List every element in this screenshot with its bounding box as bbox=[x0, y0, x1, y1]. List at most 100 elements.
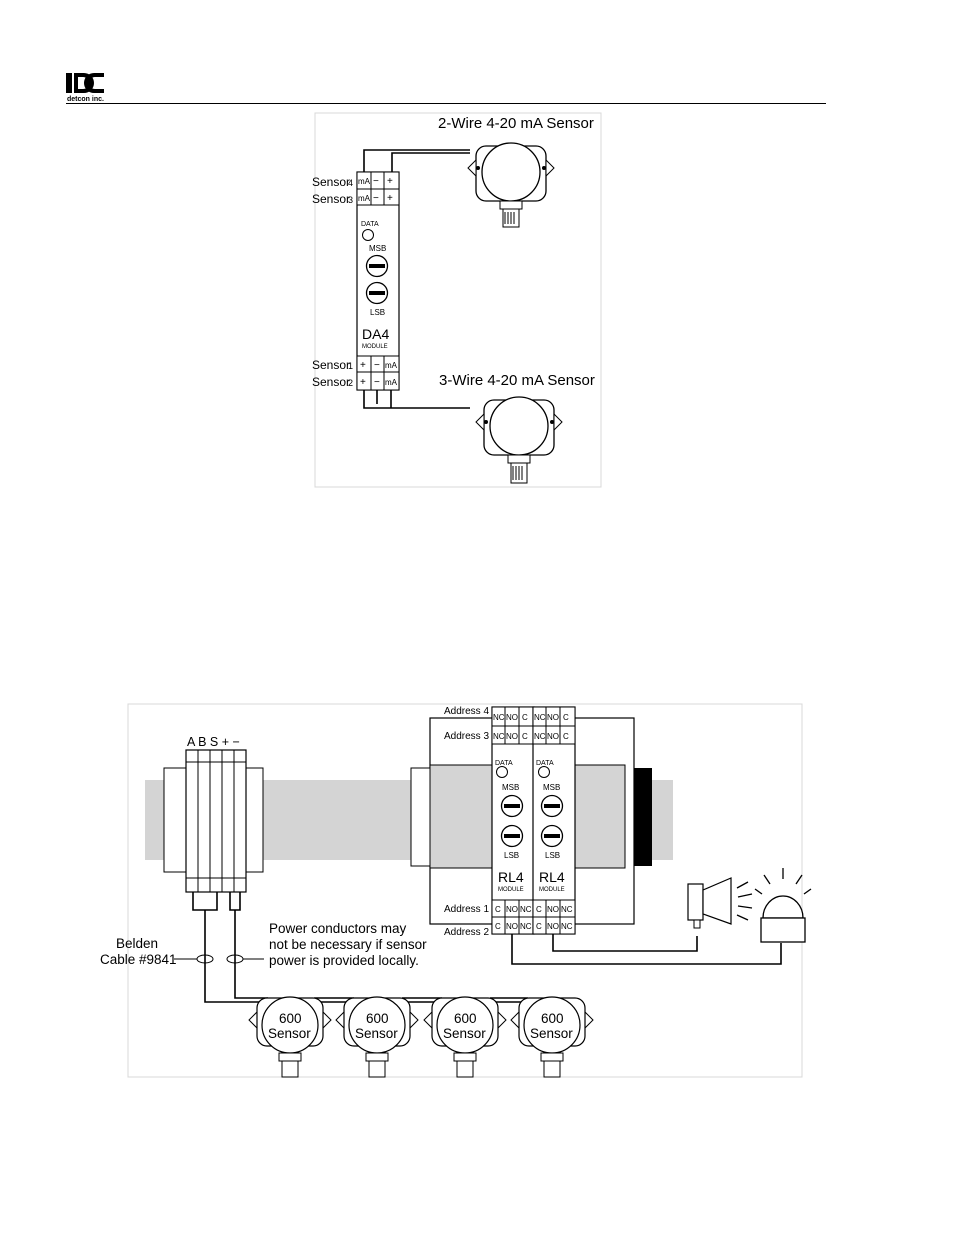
da4-wiring-diagram: 2-Wire 4-20 mA Sensor 3-Wire 4-20 mA Sen… bbox=[312, 112, 602, 488]
label-diagram2-data_label: DATA bbox=[495, 760, 513, 767]
da4-term-r4-1: + bbox=[360, 377, 366, 388]
label-diagram2-module_name: RL4 bbox=[539, 869, 565, 885]
da4-term-r1-2: − bbox=[373, 176, 379, 187]
da4-term-r2-3: + bbox=[387, 193, 393, 204]
da4-term-r2-1: mA bbox=[358, 194, 371, 203]
label-diagram2-lsb_label: LSB bbox=[545, 851, 560, 860]
sensor-label-2: Sensor 2 bbox=[312, 375, 353, 389]
label-diagram2-top_rows-0-1: NO bbox=[506, 713, 518, 722]
label-diagram2-data_label: DATA bbox=[536, 760, 554, 767]
alarm-wire bbox=[511, 934, 782, 965]
belden-line-2: Cable #9841 bbox=[100, 952, 177, 967]
label-diagram2-top_rows-1-0: NC bbox=[493, 732, 505, 741]
label-diagram2-module_sub: MODULE bbox=[498, 887, 524, 893]
horn-icon bbox=[687, 877, 753, 929]
label-diagram2-top_rows-1-1: NO bbox=[506, 732, 518, 741]
label-diagram2-bottom_rows-0-0: C bbox=[495, 905, 501, 914]
address-3-label: Address 3 bbox=[444, 731, 489, 742]
label-diagram2-bottom_rows-1-1: NO bbox=[547, 922, 559, 931]
label-diagram2-bottom_rows-1-0: C bbox=[495, 922, 501, 931]
label-diagram1-sensor_labels-2-name: Sensor bbox=[312, 358, 350, 372]
da4-term-r4-3: mA bbox=[385, 378, 398, 387]
da4-data-led bbox=[362, 229, 374, 241]
belden-line-1: Belden bbox=[116, 936, 158, 951]
rl4-wiring-diagram: A B S + − NC NO C NC NO C C bbox=[100, 703, 812, 1078]
da4-term-r4-2: − bbox=[374, 377, 380, 388]
wire-2wire-sensor bbox=[363, 149, 470, 172]
label-diagram2-bottom_rows-0-0: C bbox=[536, 905, 542, 914]
sensor-label-4: Sensor 4 bbox=[312, 175, 353, 189]
rl4-module-2: NC NO C NC NO C C NO NC C NO NC DATA MSB… bbox=[532, 706, 576, 935]
label-diagram2-top_rows-1-0: NC bbox=[534, 732, 546, 741]
label-diagram2-module_sub: MODULE bbox=[539, 887, 565, 893]
label-diagram2-top_rows-0-1: NO bbox=[547, 713, 559, 722]
da4-lsb-switch bbox=[365, 281, 389, 305]
da4-data-label: DATA bbox=[361, 221, 379, 228]
da4-msb-switch bbox=[365, 254, 389, 278]
sensor-label-3: Sensor 3 bbox=[312, 192, 353, 206]
sensor-600-2: 600 Sensor bbox=[335, 996, 419, 1078]
logo-mark bbox=[66, 73, 104, 93]
sensor-600-4: 600 Sensor bbox=[510, 996, 594, 1078]
label-diagram2-top_rows-0-2: C bbox=[522, 713, 528, 722]
detcon-logo: DC detcon inc. bbox=[0, 0, 104, 103]
logo-letters: DC bbox=[0, 0, 2, 1]
label-diagram2-sensors-0-line1: 600 bbox=[279, 1011, 302, 1026]
sensor-head-2wire bbox=[467, 142, 555, 228]
label-diagram1-sensor_labels-1-num: 3 bbox=[348, 195, 353, 205]
label-diagram2-top_rows-0-0: NC bbox=[534, 713, 546, 722]
wire-3wire-sensor bbox=[363, 390, 470, 409]
power-note-2: not be necessary if sensor bbox=[269, 937, 427, 952]
bus-cable bbox=[192, 892, 528, 1003]
sensor-600-1: 600 Sensor bbox=[248, 996, 332, 1078]
address-2-label: Address 2 bbox=[444, 927, 489, 938]
terminal-header: A B S + − bbox=[187, 735, 240, 749]
label-diagram2-top_rows-1-1: NO bbox=[547, 732, 559, 741]
label-diagram2-sensors-2-line2: Sensor bbox=[443, 1026, 486, 1041]
label-diagram2-lsb_label: LSB bbox=[504, 851, 519, 860]
da4-term-r2-2: − bbox=[373, 193, 379, 204]
da4-module-name: DA4 bbox=[362, 326, 389, 342]
logo-caption: detcon inc. bbox=[67, 96, 104, 103]
da4-module bbox=[356, 171, 400, 391]
da4-term-r1-1: mA bbox=[358, 177, 371, 186]
address-1-label: Address 1 bbox=[444, 904, 489, 915]
sensor-label-1: Sensor 1 bbox=[312, 358, 353, 372]
label-diagram1-sensor_labels-0-name: Sensor bbox=[312, 175, 350, 189]
label-diagram2-sensors-1-line2: Sensor bbox=[355, 1026, 398, 1041]
da4-term-r3-2: − bbox=[374, 360, 380, 371]
power-note-3: power is provided locally. bbox=[269, 953, 419, 968]
sensor-600-3: 600 Sensor bbox=[423, 996, 507, 1078]
da4-term-r1-3: + bbox=[387, 176, 393, 187]
label-diagram2-bottom_rows-0-2: NC bbox=[561, 905, 573, 914]
title-3wire: 3-Wire 4-20 mA Sensor bbox=[439, 372, 595, 389]
da4-term-r3-3: mA bbox=[385, 361, 398, 370]
address-4-label: Address 4 bbox=[444, 706, 489, 717]
sensor-head-3wire bbox=[475, 396, 563, 484]
label-diagram2-top_rows-0-2: C bbox=[563, 713, 569, 722]
da4-lsb-label: LSB bbox=[370, 308, 385, 317]
label-diagram2-msb_label: MSB bbox=[543, 783, 560, 792]
da4-module-sub: MODULE bbox=[362, 344, 388, 350]
label-diagram2-msb_label: MSB bbox=[502, 783, 519, 792]
strobe-light-icon bbox=[754, 868, 812, 943]
junction-block bbox=[163, 749, 264, 893]
label-diagram2-bottom_rows-0-1: NO bbox=[547, 905, 559, 914]
da4-msb-label: MSB bbox=[369, 244, 386, 253]
rl4-1-data-led bbox=[496, 766, 508, 778]
power-note-1: Power conductors may bbox=[269, 921, 407, 936]
rl4-module-1: NC NO C NC NO C C NO NC C NO NC DATA MSB… bbox=[491, 706, 535, 935]
label-diagram1-sensor_labels-2-num: 1 bbox=[348, 361, 353, 371]
label-diagram1-sensor_labels-3-num: 2 bbox=[348, 378, 353, 388]
label-diagram2-bottom_rows-1-2: NC bbox=[520, 922, 532, 931]
label-diagram2-sensors-0-line2: Sensor bbox=[268, 1026, 311, 1041]
label-diagram2-sensors-3-line1: 600 bbox=[541, 1011, 564, 1026]
label-diagram2-sensors-1-line1: 600 bbox=[366, 1011, 389, 1026]
title-2wire: 2-Wire 4-20 mA Sensor bbox=[438, 115, 594, 132]
label-diagram2-bottom_rows-0-1: NO bbox=[506, 905, 518, 914]
label-diagram2-module_name: RL4 bbox=[498, 869, 524, 885]
label-diagram2-bottom_rows-1-2: NC bbox=[561, 922, 573, 931]
label-diagram2-bottom_rows-0-2: NC bbox=[520, 905, 532, 914]
label-diagram2-sensors-2-line1: 600 bbox=[454, 1011, 477, 1026]
